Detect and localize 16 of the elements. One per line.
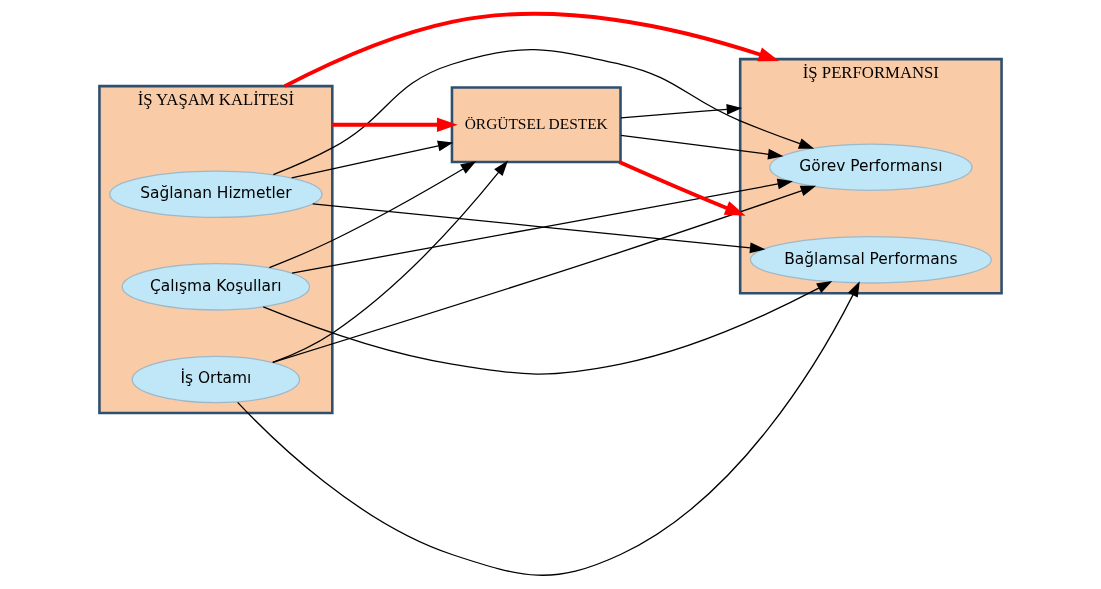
arrow: [620, 103, 743, 119]
arrow: [272, 49, 815, 176]
arrow: [620, 134, 784, 160]
node-box: ÖRGÜTSEL DESTEK: [450, 86, 622, 164]
arrow: [618, 160, 746, 216]
arrow: [283, 11, 780, 88]
arrow: [291, 140, 454, 179]
arrow: [332, 117, 458, 132]
arrow: [268, 161, 477, 269]
arrow: [291, 178, 793, 274]
node-ellipse: İş Ortamı: [131, 355, 301, 404]
arrow: [312, 203, 766, 254]
node-ellipse: Sağlanan Hizmetler: [109, 170, 323, 219]
node-ellipse: Çalışma Koşulları: [121, 263, 311, 311]
arrow: [262, 281, 833, 375]
arrow: [272, 185, 817, 364]
